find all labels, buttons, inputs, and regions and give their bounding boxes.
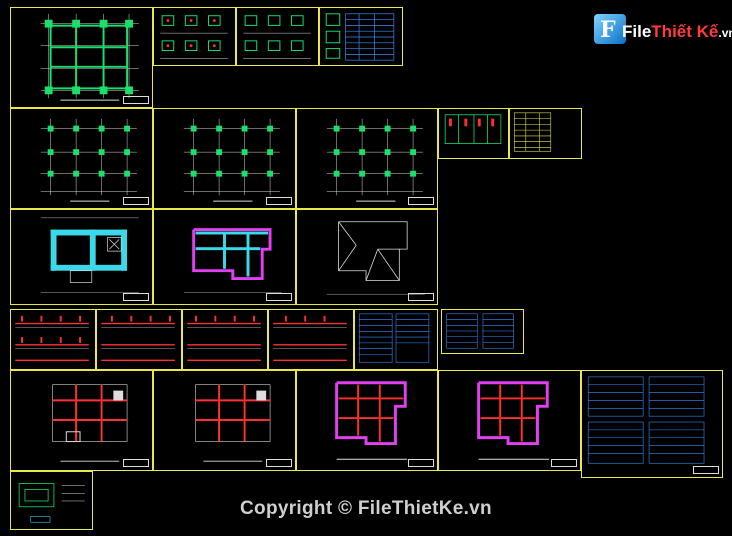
beam-elevation-drawing — [15, 315, 89, 362]
sheet-rebar-table-5[interactable] — [581, 370, 723, 478]
slab-plan-drawing — [40, 217, 139, 293]
sheet-beam-elevation-3[interactable] — [182, 309, 268, 370]
logo-wordmark: FileThiết Kế.vn — [622, 22, 732, 41]
column-detail-drawing — [160, 15, 228, 59]
rebar-table-drawing — [325, 13, 395, 61]
beam-plan-drawing — [335, 381, 408, 460]
grid-plan-drawing — [40, 118, 137, 202]
sheet-beam-elevation-4[interactable] — [268, 309, 354, 370]
rebar-table-drawing — [587, 376, 705, 464]
beam-elevation-drawing — [273, 315, 347, 362]
sheet-beam-plan-3[interactable] — [296, 370, 438, 471]
sheet-beam-elevation-2[interactable] — [96, 309, 182, 370]
roof-plan-drawing — [326, 221, 425, 295]
title-block — [551, 459, 577, 467]
sheet-column-detail-1[interactable] — [153, 7, 236, 66]
sheet-grid-plan-2[interactable] — [153, 108, 296, 209]
title-block — [408, 293, 434, 301]
beam-plan-drawing — [477, 381, 550, 460]
filethietke-logo: F FileThiết Kế.vn — [594, 14, 732, 46]
column-detail-drawing — [243, 15, 311, 59]
title-block — [693, 466, 719, 474]
title-block — [266, 459, 292, 467]
slab-plan-drawing — [183, 228, 282, 293]
title-block — [123, 293, 149, 301]
site-detail-drawing — [18, 483, 85, 523]
grid-plan-drawing — [326, 118, 423, 202]
grid-plan-drawing — [183, 118, 280, 202]
sheet-grid-plan-1[interactable] — [10, 108, 153, 209]
sheet-column-detail-2[interactable] — [236, 7, 319, 66]
sheet-foundation-plan[interactable] — [10, 7, 153, 108]
sheet-column-detail-3[interactable] — [438, 108, 509, 159]
title-block — [123, 96, 149, 104]
sheet-rebar-table-1[interactable] — [319, 7, 403, 66]
title-block — [266, 197, 292, 205]
copyright-watermark: Copyright © FileThietKe.vn — [240, 498, 492, 519]
rebar-table-drawing — [358, 313, 430, 363]
beam-plan-drawing — [195, 384, 271, 462]
sheet-slab-plan-2[interactable] — [153, 209, 296, 305]
sheet-beam-plan-4[interactable] — [438, 370, 581, 471]
rebar-table-drawing — [513, 112, 552, 152]
sheet-beam-plan-2[interactable] — [153, 370, 296, 471]
column-detail-drawing — [444, 114, 502, 144]
rebar-table-drawing — [446, 313, 514, 349]
sheet-grid-plan-3[interactable] — [296, 108, 438, 209]
sheet-rebar-table-4[interactable] — [441, 309, 524, 354]
beam-plan-drawing — [52, 384, 128, 462]
beam-elevation-drawing — [101, 315, 175, 362]
sheet-rebar-table-3[interactable] — [354, 309, 438, 370]
title-block — [408, 459, 434, 467]
foundation-plan-drawing — [40, 13, 139, 101]
title-block — [408, 197, 434, 205]
sheet-beam-plan-1[interactable] — [10, 370, 153, 471]
logo-flag-icon: F — [594, 14, 626, 44]
sheet-site-detail[interactable] — [10, 471, 93, 530]
sheet-beam-elevation-1[interactable] — [10, 309, 96, 370]
sheet-roof-plan[interactable] — [296, 209, 438, 305]
sheet-slab-plan-1[interactable] — [10, 209, 153, 305]
sheet-rebar-table-2[interactable] — [509, 108, 582, 159]
beam-elevation-drawing — [187, 315, 261, 362]
title-block — [123, 459, 149, 467]
title-block — [123, 197, 149, 205]
title-block — [266, 293, 292, 301]
